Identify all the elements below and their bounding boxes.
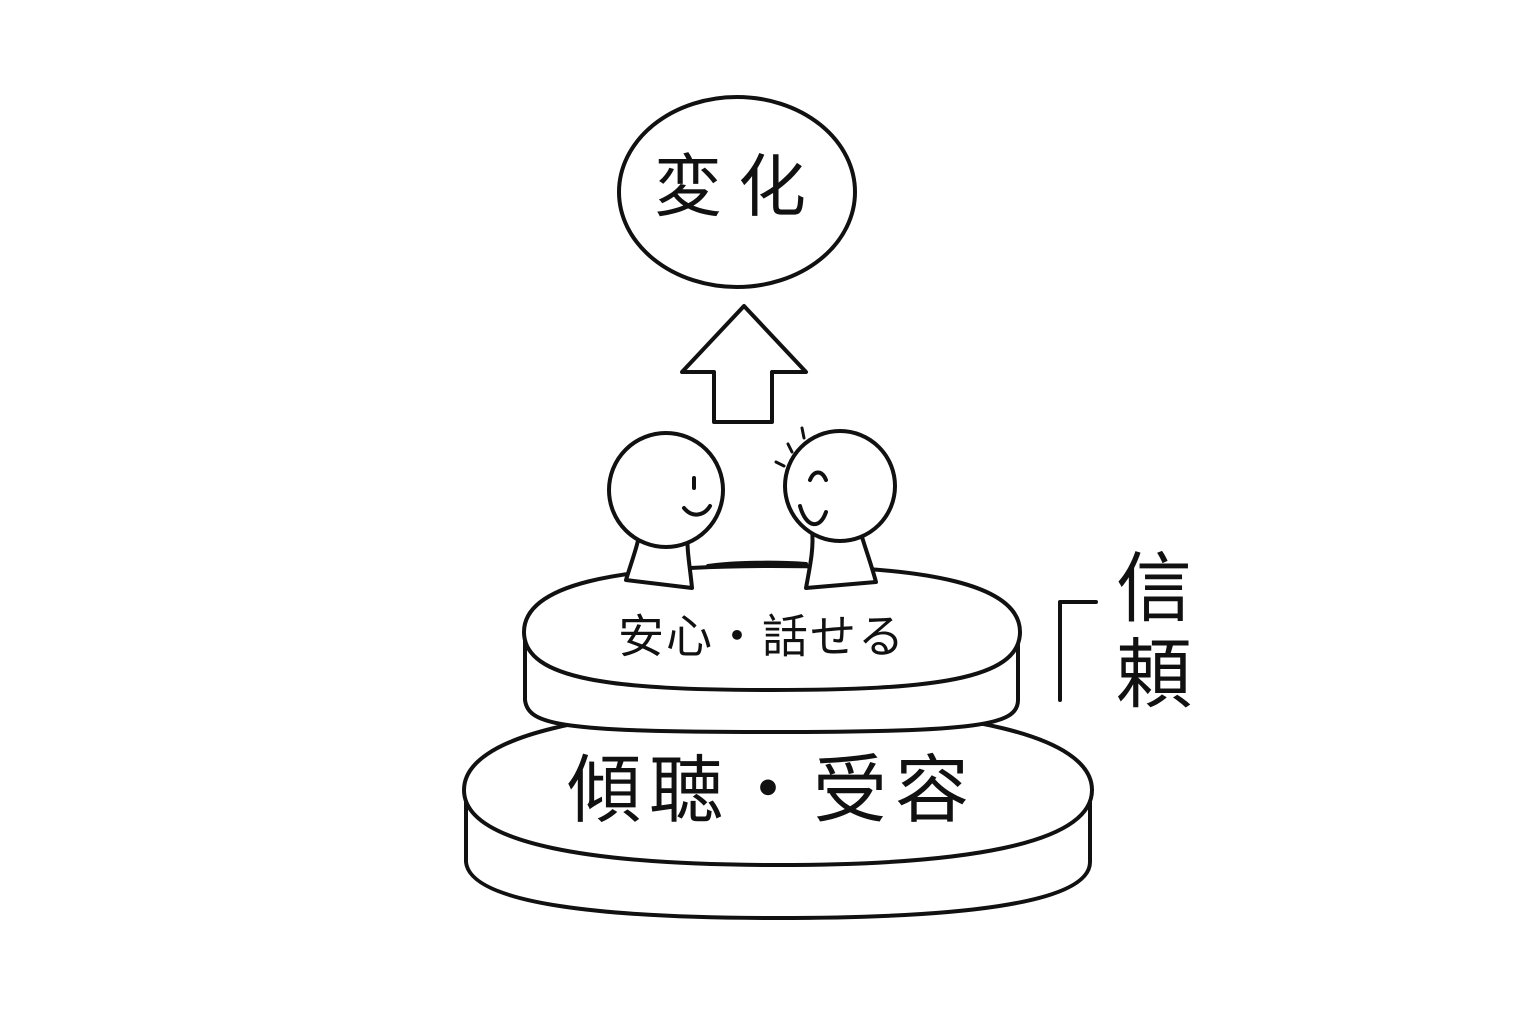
goal-circle: 変化 [617, 95, 857, 289]
sparkle-mark-2 [786, 442, 794, 454]
trust-bracket: 信 頼 [1058, 544, 1192, 719]
goal-label: 変化 [654, 149, 822, 228]
trust-bracket-line [1058, 600, 1098, 702]
top-layer: 安心・話せる [522, 564, 1022, 734]
person-right-eye [808, 470, 828, 482]
person-right-laugh [798, 504, 828, 526]
person-left [607, 431, 725, 590]
top-layer-label: 安心・話せる [618, 610, 906, 664]
up-arrow [680, 304, 808, 424]
base-layer-top [462, 706, 1094, 867]
person-right [774, 426, 897, 590]
person-left-smile [682, 504, 712, 517]
trust-label-line1: 信 [1116, 544, 1192, 633]
top-layer-top [522, 564, 1022, 692]
base-layer-label: 傾聴・受容 [567, 748, 977, 834]
sparkle-mark-1 [774, 460, 786, 468]
sparkle-mark-3 [800, 426, 806, 440]
goal-ellipse [617, 95, 857, 289]
person-right-head [783, 429, 897, 543]
people-connection-line [706, 560, 808, 568]
trust-label-line2: 頼 [1116, 630, 1192, 719]
person-left-head [607, 431, 725, 549]
base-layer: 傾聴・受容 [462, 706, 1094, 920]
